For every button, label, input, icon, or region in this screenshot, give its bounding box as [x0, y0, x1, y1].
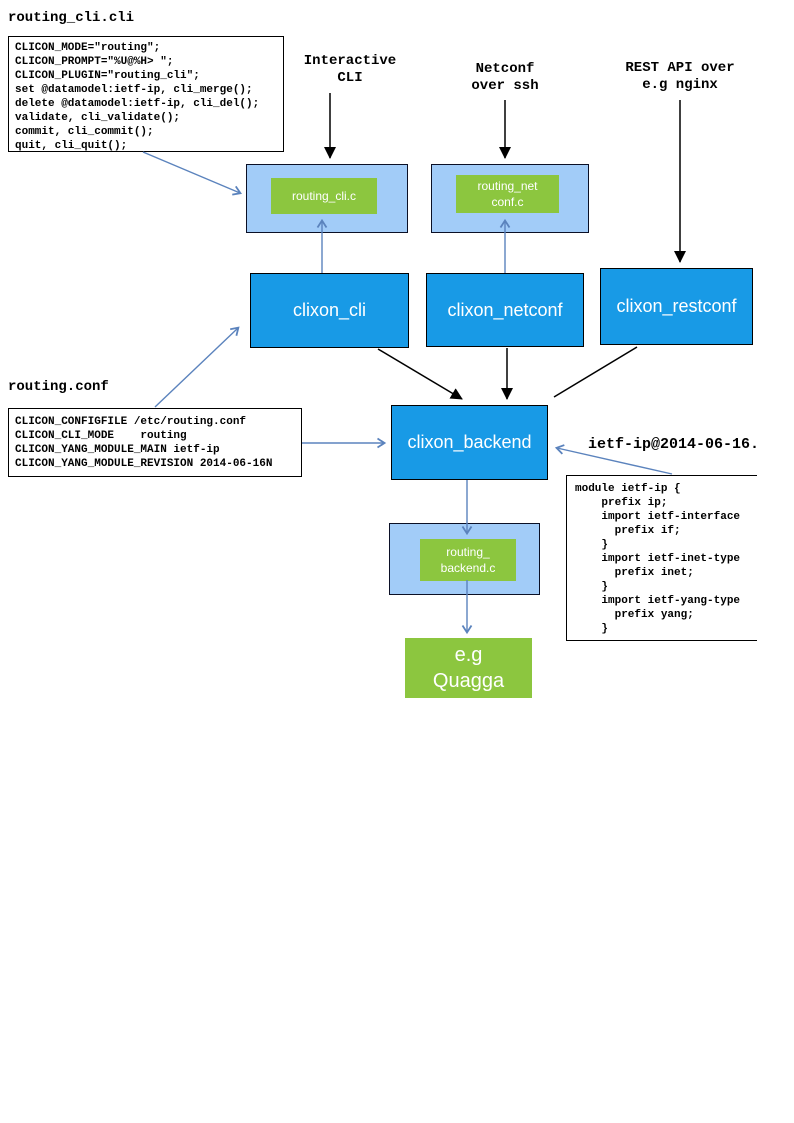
- label-interactive-cli: Interactive CLI: [303, 53, 397, 86]
- netconf-plugin-box: routing_net conf.c: [456, 175, 559, 213]
- label-rest-api: REST API over e.g nginx: [625, 60, 735, 93]
- conf-file-title: routing.conf: [8, 379, 109, 395]
- cli-plugin-box: routing_cli.c: [271, 178, 377, 214]
- conf-file-code-block: CLICON_CONFIGFILE /etc/routing.conf CLIC…: [8, 408, 302, 477]
- clixon-backend-box: clixon_backend: [391, 405, 548, 480]
- arrow-conffile-to-clixoncli: [154, 326, 240, 408]
- clixon-netconf-box: clixon_netconf: [426, 273, 584, 347]
- clixon-restconf-box: clixon_restconf: [600, 268, 753, 345]
- backend-plugin-container: routing_ backend.c: [389, 523, 540, 595]
- backend-plugin-box: routing_ backend.c: [420, 539, 516, 581]
- arrow-clifile-to-cli-plugin: [142, 151, 242, 196]
- cli-file-code-block: CLICON_MODE="routing"; CLICON_PROMPT="%U…: [8, 36, 284, 152]
- arrow-cli-to-backend: [377, 348, 463, 400]
- cli-plugin-container: routing_cli.c: [246, 164, 408, 233]
- clixon-cli-box: clixon_cli: [250, 273, 409, 348]
- yang-module-label: ietf-ip@2014-06-16.: [588, 436, 760, 453]
- cli-file-title: routing_cli.cli: [8, 10, 135, 26]
- yang-module-code-block: module ietf-ip { prefix ip; import ietf-…: [566, 475, 757, 641]
- arrow-restconf-to-backend-line: [553, 346, 638, 398]
- netconf-plugin-container: routing_net conf.c: [431, 164, 589, 233]
- quagga-box: e.g Quagga: [405, 638, 532, 698]
- label-netconf-over-ssh: Netconf over ssh: [471, 61, 539, 94]
